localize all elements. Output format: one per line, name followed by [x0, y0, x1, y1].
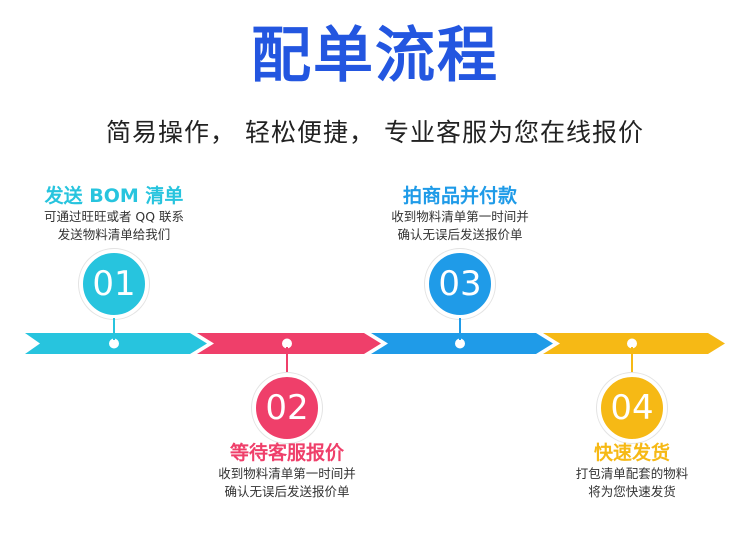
step-3-text: 拍商品并付款 收到物料清单第一时间并 确认无误后发送报价单 [360, 184, 560, 244]
page-title: 配单流程 [251, 21, 499, 91]
step-4-desc-line1: 打包清单配套的物料 [575, 466, 689, 481]
step-4-number-badge: 04 [597, 373, 667, 443]
step-3-number-badge: 03 [425, 249, 495, 319]
timeline-dot-1 [109, 338, 119, 349]
step-1-desc-line1: 可通过旺旺或者 QQ 联系 [43, 209, 185, 224]
step-1-connector [113, 318, 115, 340]
page-subtitle: 简易操作， 轻松便捷， 专业客服为您在线报价 [106, 118, 644, 147]
step-4-connector [631, 347, 633, 373]
step-1-text: 发送 BOM 清单 可通过旺旺或者 QQ 联系 发送物料清单给我们 [14, 184, 214, 244]
step-2-desc-line2: 确认无误后发送报价单 [224, 484, 350, 499]
step-2-text: 等待客服报价 收到物料清单第一时间并 确认无误后发送报价单 [187, 441, 387, 501]
step-1-number-badge: 01 [79, 249, 149, 319]
timeline-dot-2 [282, 338, 292, 349]
step-3-connector [459, 318, 461, 340]
step-1-title: 发送 BOM 清单 [44, 185, 184, 207]
step-3-desc-line2: 确认无误后发送报价单 [397, 227, 523, 242]
step-3-title: 拍商品并付款 [402, 185, 517, 207]
timeline-dot-4 [627, 338, 637, 349]
step-4-desc-line2: 将为您快速发货 [588, 484, 676, 499]
step-3-desc-line1: 收到物料清单第一时间并 [391, 209, 529, 224]
step-1-desc-line2: 发送物料清单给我们 [57, 227, 171, 242]
step-2-number-badge: 02 [252, 373, 322, 443]
step-4-title: 快速发货 [593, 442, 670, 464]
timeline-dot-3 [455, 338, 465, 349]
step-2-connector [286, 347, 288, 373]
step-4-text: 快速发货 打包清单配套的物料 将为您快速发货 [532, 441, 732, 501]
step-2-desc-line1: 收到物料清单第一时间并 [218, 466, 356, 481]
step-2-title: 等待客服报价 [229, 442, 344, 464]
